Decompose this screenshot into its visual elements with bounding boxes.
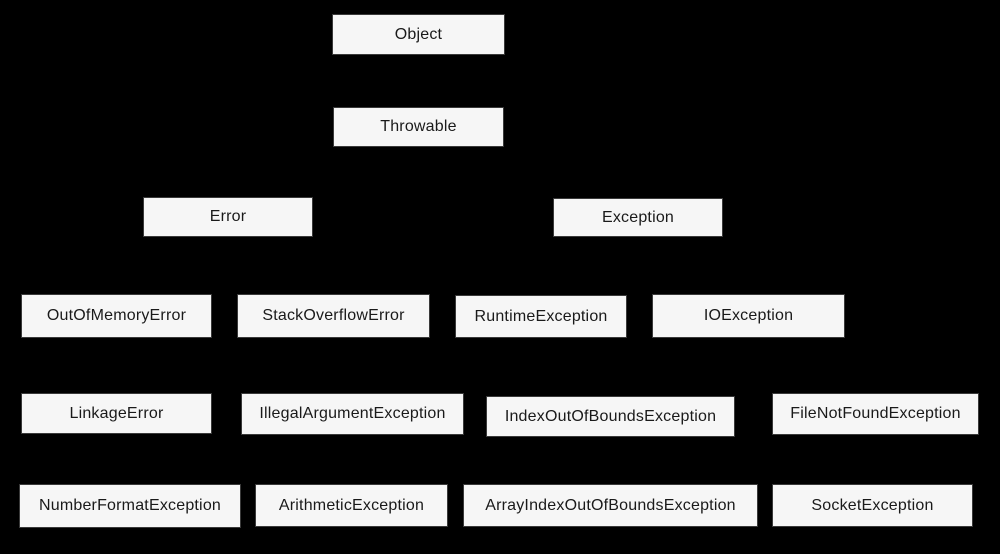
- node-file-not-found-exception: FileNotFoundException: [772, 393, 979, 435]
- node-label-exception: Exception: [601, 208, 675, 226]
- node-linkage-error: LinkageError: [21, 393, 212, 434]
- node-label-file-not-found-exception: FileNotFoundException: [790, 405, 961, 422]
- node-label-io-exception: IOException: [703, 307, 794, 324]
- node-array-index-out-of-bounds-exception: ArrayIndexOutOfBoundsException: [463, 484, 758, 527]
- node-label-error: Error: [209, 208, 247, 225]
- node-label-index-out-of-bounds-exception: IndexOutOfBoundsException: [504, 407, 717, 425]
- node-number-format-exception: NumberFormatException: [19, 484, 241, 528]
- node-out-of-memory-error: OutOfMemoryError: [21, 294, 212, 338]
- node-stack-overflow-error: StackOverflowError: [237, 294, 430, 338]
- node-error: Error: [143, 197, 313, 237]
- node-label-number-format-exception: NumberFormatException: [38, 497, 222, 514]
- node-io-exception: IOException: [652, 294, 845, 338]
- node-label-array-index-out-of-bounds-exception: ArrayIndexOutOfBoundsException: [485, 496, 736, 514]
- node-throwable: Throwable: [333, 107, 504, 147]
- node-label-linkage-error: LinkageError: [69, 404, 164, 422]
- node-illegal-argument-exception: IllegalArgumentException: [241, 393, 464, 435]
- node-exception: Exception: [553, 198, 723, 237]
- node-label-runtime-exception: RuntimeException: [474, 307, 608, 325]
- node-label-out-of-memory-error: OutOfMemoryError: [46, 307, 187, 324]
- node-socket-exception: SocketException: [772, 484, 973, 527]
- node-object: Object: [332, 14, 505, 55]
- node-label-object: Object: [394, 25, 443, 43]
- node-arithmetic-exception: ArithmeticException: [255, 484, 448, 527]
- node-index-out-of-bounds-exception: IndexOutOfBoundsException: [486, 396, 735, 437]
- node-label-socket-exception: SocketException: [811, 496, 934, 514]
- node-label-throwable: Throwable: [380, 118, 457, 135]
- node-label-arithmetic-exception: ArithmeticException: [278, 496, 425, 514]
- node-label-stack-overflow-error: StackOverflowError: [262, 307, 405, 324]
- node-label-illegal-argument-exception: IllegalArgumentException: [259, 405, 446, 422]
- node-runtime-exception: RuntimeException: [455, 295, 627, 338]
